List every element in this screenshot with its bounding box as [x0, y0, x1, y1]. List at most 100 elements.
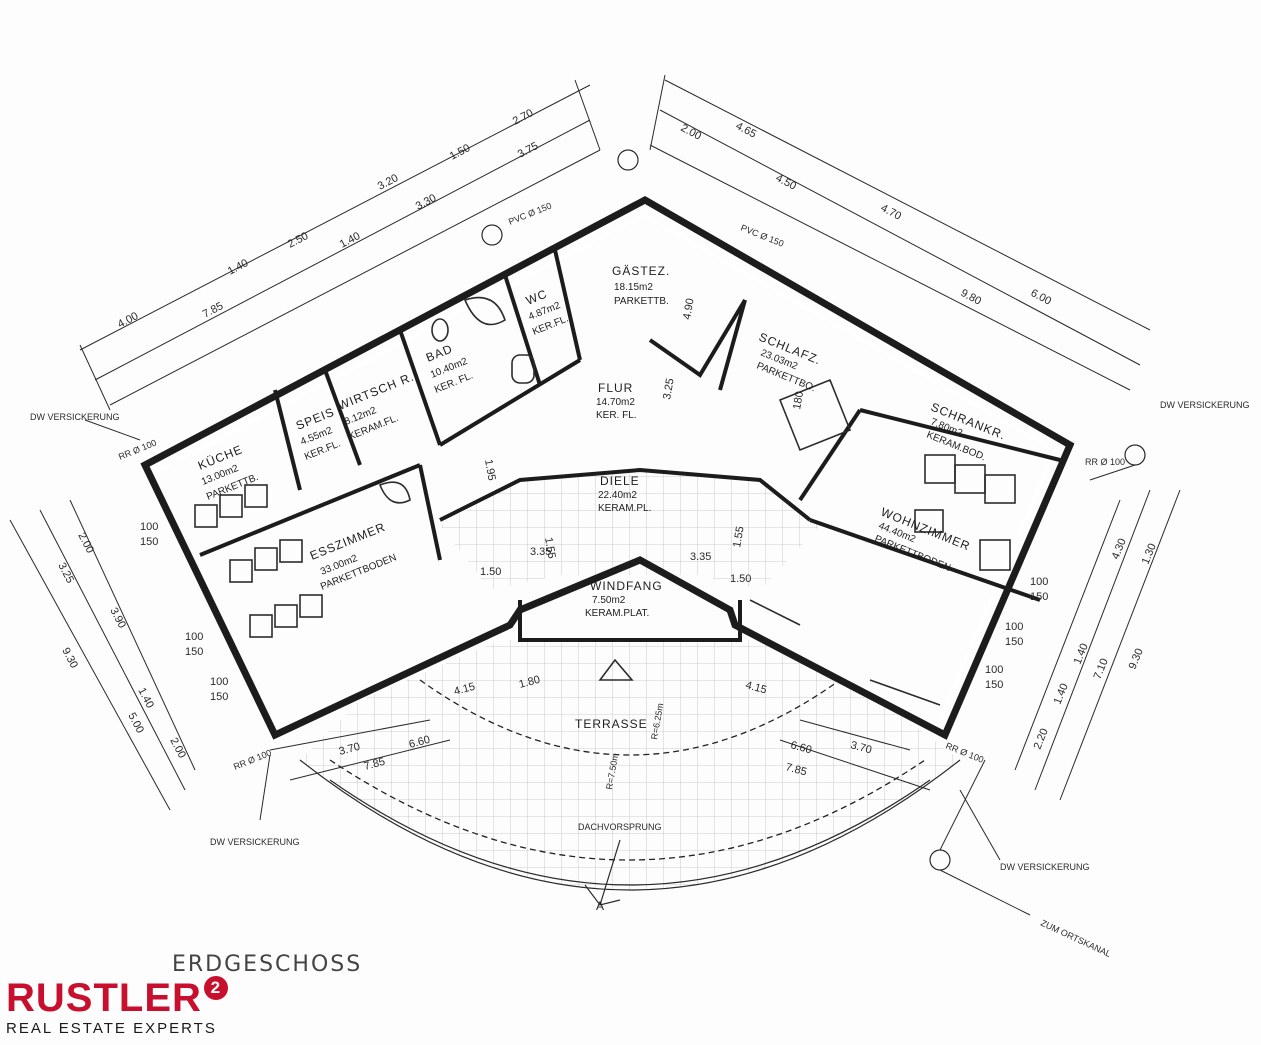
svg-text:4.30: 4.30 — [1110, 537, 1129, 561]
label-diele-area: 22.40m2 — [598, 490, 637, 501]
svg-text:100: 100 — [185, 631, 203, 643]
label-flur-area: 14.70m2 — [596, 397, 635, 408]
svg-text:100: 100 — [1005, 621, 1023, 633]
svg-text:3.70: 3.70 — [849, 739, 873, 756]
svg-text:4.15: 4.15 — [453, 681, 477, 698]
svg-text:4.65: 4.65 — [734, 120, 759, 141]
label-flur-floor: KER. FL. — [596, 410, 637, 421]
dw-versickerung-sw: DW VERSICKERUNG — [210, 837, 300, 847]
svg-text:100: 100 — [1030, 576, 1048, 588]
svg-text:2.70: 2.70 — [511, 107, 536, 128]
svg-text:2.50: 2.50 — [286, 230, 311, 251]
svg-text:1.80: 1.80 — [518, 674, 542, 691]
pvc-label-right: PVC Ø 150 — [739, 223, 785, 249]
svg-text:150: 150 — [1005, 636, 1023, 648]
dimension-lines-top-right — [649, 74, 1151, 391]
svg-text:2.00: 2.00 — [75, 531, 96, 556]
svg-text:1.50: 1.50 — [448, 142, 473, 163]
svg-text:9.30: 9.30 — [1127, 647, 1146, 671]
entrance-arrow — [598, 658, 634, 681]
svg-text:3.35: 3.35 — [690, 551, 711, 563]
zum-ortskanal-label: ZUM ORTSKANAL — [1039, 918, 1112, 959]
svg-text:100: 100 — [140, 521, 158, 533]
svg-text:9.30: 9.30 — [59, 646, 80, 671]
dw-versickerung-nw: DW VERSICKERUNG — [30, 412, 120, 422]
svg-text:3.25: 3.25 — [55, 561, 76, 586]
dachvorsprung-label: DACHVORSPRUNG — [578, 822, 662, 832]
label-windfang-floor: KERAM.PLAT. — [585, 608, 649, 619]
label-windfang-name: WINDFANG — [590, 579, 663, 593]
label-gaestez-name: GÄSTEZ. — [612, 264, 670, 278]
svg-text:6.60: 6.60 — [408, 734, 432, 751]
svg-text:3.30: 3.30 — [414, 192, 439, 213]
svg-text:150: 150 — [210, 691, 228, 703]
svg-text:6.60: 6.60 — [789, 739, 813, 756]
dimension-lines-bottom — [269, 719, 931, 791]
drain-markers — [84, 149, 1146, 916]
svg-text:6.00: 6.00 — [1029, 287, 1054, 308]
rr-label-sw: RR Ø 100 — [232, 748, 273, 772]
svg-text:3.90: 3.90 — [107, 606, 128, 631]
svg-text:4.70: 4.70 — [879, 202, 904, 223]
dw-versickerung-ne: DW VERSICKERUNG — [1160, 400, 1250, 410]
svg-text:100: 100 — [985, 664, 1003, 676]
brand-name: RUSTLER — [6, 976, 202, 1020]
dw-versickerung-se: DW VERSICKERUNG — [1000, 862, 1090, 872]
svg-text:1.40: 1.40 — [338, 230, 363, 251]
svg-text:1.95: 1.95 — [482, 458, 498, 481]
pvc-label-left: PVC Ø 150 — [507, 201, 553, 227]
terrace-paving — [299, 640, 961, 891]
diele-tiles — [440, 470, 820, 590]
svg-text:5.00: 5.00 — [125, 711, 146, 736]
floor-title: ERDGESCHOSS — [172, 952, 363, 977]
svg-text:150: 150 — [1030, 591, 1048, 603]
svg-text:150: 150 — [185, 646, 203, 658]
svg-text:7.85: 7.85 — [363, 756, 387, 773]
section-line — [599, 839, 621, 906]
svg-text:100: 100 — [210, 676, 228, 688]
svg-text:1.55: 1.55 — [542, 536, 558, 559]
svg-text:4.15: 4.15 — [744, 679, 768, 696]
label-windfang-area: 7.50m2 — [592, 595, 626, 606]
svg-text:1.40: 1.40 — [1072, 642, 1091, 666]
dimension-lines-left — [9, 499, 196, 811]
furniture — [194, 296, 1016, 706]
label-diele-name: DIELE — [600, 474, 640, 488]
svg-text:2.20: 2.20 — [1032, 727, 1051, 751]
svg-text:7.85: 7.85 — [784, 761, 808, 778]
svg-text:1.40: 1.40 — [1052, 682, 1071, 706]
svg-text:150: 150 — [140, 536, 158, 548]
svg-text:180: 180 — [791, 390, 806, 410]
section-a-label: A — [596, 899, 605, 913]
label-terrasse-name: TERRASSE — [575, 717, 648, 731]
svg-text:1.50: 1.50 — [480, 566, 501, 578]
interior-walls — [199, 249, 1061, 642]
label-gaestez-floor: PARKETTB. — [614, 296, 669, 307]
svg-text:1.40: 1.40 — [226, 257, 251, 278]
label-wirtsch-name: WIRTSCH R. — [336, 369, 416, 412]
svg-text:2.00: 2.00 — [167, 736, 188, 761]
label-flur-name: FLUR — [598, 381, 633, 395]
rr-label-ne: RR Ø 100 — [1085, 457, 1125, 467]
svg-text:1.55: 1.55 — [731, 525, 747, 548]
svg-text:4.90: 4.90 — [681, 297, 697, 320]
svg-text:150: 150 — [985, 679, 1003, 691]
dimension-lines-top-left — [79, 79, 601, 411]
svg-text:4.00: 4.00 — [116, 310, 141, 331]
svg-text:1.30: 1.30 — [1140, 542, 1159, 566]
svg-text:3.70: 3.70 — [338, 741, 362, 758]
svg-text:1.40: 1.40 — [135, 686, 156, 711]
brand-superscript: 2 — [203, 976, 228, 1000]
label-diele-floor: KERAM.PL. — [598, 503, 651, 514]
svg-text:4.50: 4.50 — [774, 172, 799, 193]
svg-text:3.75: 3.75 — [516, 140, 541, 161]
dimension-lines-right — [1014, 489, 1181, 801]
svg-text:1.50: 1.50 — [730, 573, 751, 585]
label-gaestez-area: 18.15m2 — [614, 282, 653, 293]
section-arrow — [584, 884, 621, 906]
svg-text:3.35: 3.35 — [530, 546, 551, 558]
svg-text:2.00: 2.00 — [679, 122, 704, 143]
